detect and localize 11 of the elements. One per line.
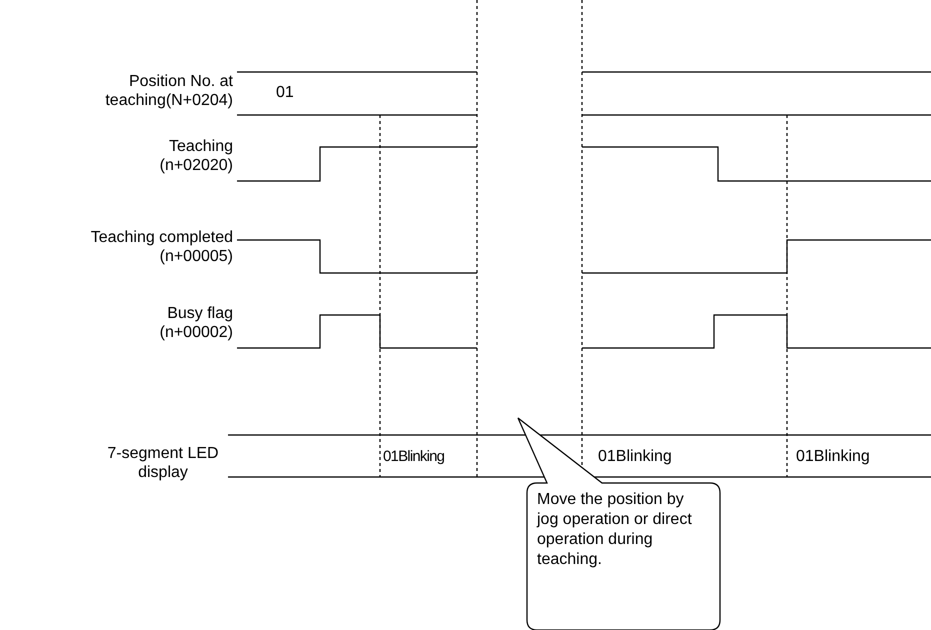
signal-value: 01Blinking xyxy=(796,447,871,466)
callout-bubble xyxy=(515,417,723,630)
signal-value: 01Blinking xyxy=(383,447,446,466)
signal-name: Teaching (n+02020) xyxy=(158,137,233,175)
callout-text: Move the position by jog operation or direct operation during teaching. xyxy=(537,490,693,570)
signal-name: 7-segment LED display xyxy=(106,444,220,482)
signal-name: Teaching completed (n+00005) xyxy=(90,228,233,266)
signal-value: 01Blinking xyxy=(598,447,673,466)
signal-value: 01 xyxy=(276,83,295,102)
signal-name: Position No. at teaching(N+0204) xyxy=(104,72,233,110)
signal-name: Busy flag (n+00002) xyxy=(158,304,233,342)
